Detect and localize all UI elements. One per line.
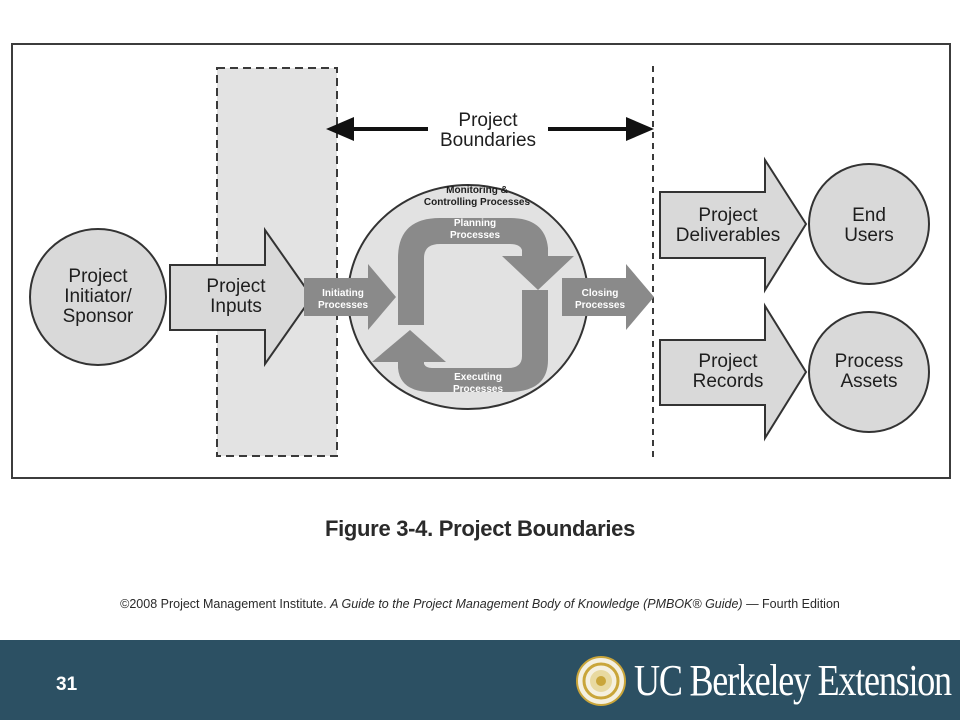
seal-icon: [576, 656, 626, 706]
executing-line2: Processes: [453, 384, 503, 395]
project-records-arrow: [659, 302, 808, 442]
executing-line1: Executing: [454, 372, 502, 383]
monitoring-line2: Controlling Processes: [424, 197, 531, 208]
boundaries-label-line2: Boundaries: [440, 130, 536, 151]
closing-line2: Processes: [575, 300, 625, 311]
initiator-circle: [29, 228, 167, 366]
initiator-line1: Project: [68, 266, 128, 287]
initiating-arrow: [304, 264, 396, 330]
planning-line1: Planning: [454, 218, 496, 229]
executing-arrow: [372, 290, 548, 392]
records-line1: Project: [698, 351, 758, 372]
deliverables-line2: Deliverables: [676, 225, 781, 246]
assets-line2: Assets: [840, 371, 897, 392]
citation-prefix: ©2008 Project Management Institute.: [120, 597, 331, 611]
project-deliverables-arrow: [659, 156, 808, 294]
boundaries-label-line1: Project: [458, 110, 518, 131]
closing-arrow: [562, 264, 654, 330]
end-users-line1: End: [852, 205, 886, 226]
logo-text: UC Berkeley Extension: [634, 656, 952, 705]
closing-line1: Closing: [582, 288, 619, 299]
planning-arrow: [398, 218, 574, 325]
planning-line2: Processes: [450, 230, 500, 241]
records-line2: Records: [693, 371, 764, 392]
figure-caption: Figure 3-4. Project Boundaries: [324, 516, 636, 541]
footer-bar: 31 UC Berkeley Extension: [0, 640, 960, 720]
uc-berkeley-extension-logo: UC Berkeley Extension: [576, 652, 952, 710]
initiating-line2: Processes: [318, 300, 368, 311]
process-assets-circle: [808, 311, 930, 433]
end-users-circle: [808, 163, 930, 285]
end-users-line2: Users: [844, 225, 894, 246]
initiator-line3: Sponsor: [63, 306, 134, 327]
project-inputs-arrow: [169, 226, 314, 368]
project-boundaries-diagram: Project Boundaries Project Initiator/ Sp…: [11, 43, 951, 479]
citation-suffix: — Fourth Edition: [742, 597, 840, 611]
slide-number: 31: [56, 674, 78, 695]
boundaries-double-arrow: [326, 117, 654, 141]
deliverables-line1: Project: [698, 205, 758, 226]
initiator-line2: Initiator/: [64, 286, 132, 307]
monitoring-line1: Monitoring &: [446, 185, 508, 196]
citation: ©2008 Project Management Institute. A Gu…: [0, 597, 960, 611]
initiating-line1: Initiating: [322, 288, 364, 299]
assets-line1: Process: [835, 351, 904, 372]
inputs-line2: Inputs: [210, 296, 262, 317]
citation-title: A Guide to the Project Management Body o…: [330, 597, 743, 611]
inputs-line1: Project: [206, 276, 266, 297]
